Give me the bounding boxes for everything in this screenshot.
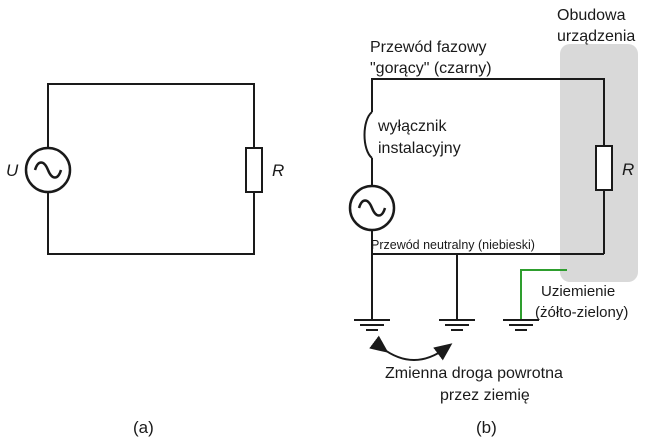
- ground-middle-icon: [439, 319, 475, 331]
- ac-source-b-icon: [348, 184, 396, 232]
- phase-wire-label-line1: Przewód fazowy: [370, 39, 487, 56]
- circuit-a-bottom-wire: [47, 192, 255, 255]
- return-path-arrow-icon: [369, 335, 453, 361]
- resistor-label: R: [272, 161, 284, 180]
- resistor-icon: [245, 147, 263, 193]
- neutral-wire-label: Przewód neutralny (niebieski): [371, 238, 535, 252]
- circuit-a: U R (a): [6, 83, 284, 437]
- protective-earth-wire: [520, 269, 567, 320]
- housing-label-line2: urządzenia: [557, 28, 635, 45]
- source-label: U: [6, 161, 19, 180]
- caption-b: (b): [476, 418, 497, 437]
- ground-label-line1: Uziemienie: [541, 283, 615, 300]
- phase-wire-label-line2: "gorący" (czarny): [370, 60, 492, 77]
- breaker-label-line1: wyłącznik: [377, 118, 447, 135]
- ground-right-icon: [503, 319, 539, 331]
- ac-source-icon: [24, 146, 72, 194]
- caption-a: (a): [133, 418, 154, 437]
- circuit-a-top-wire: [47, 83, 255, 148]
- resistor-b-label: R: [622, 160, 634, 179]
- breaker-label-line2: instalacyjny: [378, 140, 461, 157]
- ground-left-icon: [354, 319, 390, 331]
- housing-label-line1: Obudowa: [557, 7, 626, 24]
- resistor-b-icon: [595, 145, 613, 191]
- breaker-icon: [363, 111, 373, 159]
- return-path-label-line1: Zmienna droga powrotna: [385, 365, 563, 382]
- circuit-b: Obudowa urządzenia Przewód fazowy "gorąc…: [348, 7, 638, 437]
- ground-label-line2: (żółto-zielony): [535, 304, 628, 321]
- phase-wire: [371, 78, 605, 146]
- return-path-label-line2: przez ziemię: [440, 387, 530, 404]
